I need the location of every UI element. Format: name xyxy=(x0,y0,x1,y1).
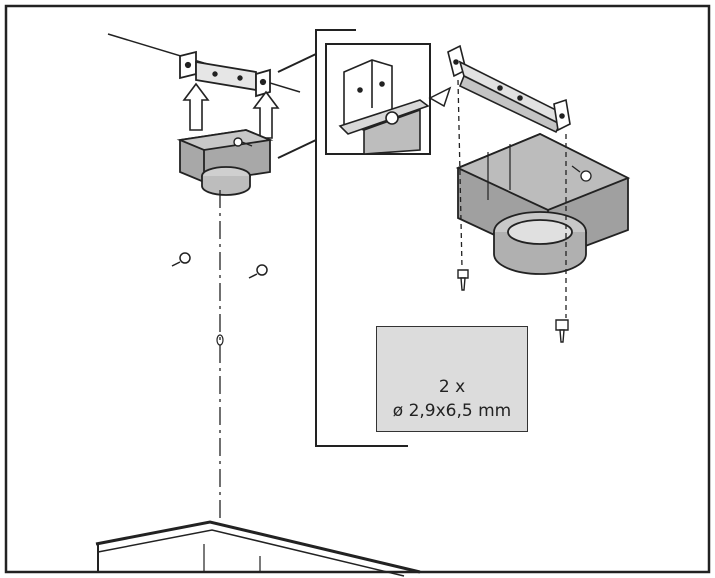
screw-quantity: 2 x xyxy=(438,377,466,397)
right-motor-housing xyxy=(455,133,631,275)
screw-icon xyxy=(248,264,268,279)
left-motor-housing xyxy=(176,129,274,196)
screw-icon xyxy=(457,269,469,291)
hood-canopy xyxy=(95,520,421,577)
lift-arrows xyxy=(182,82,280,139)
pivot-mark xyxy=(216,334,224,346)
screw-size: ø 2,9x6,5 mm xyxy=(392,401,512,421)
arrow-up-icon xyxy=(182,82,210,131)
left-mounting-bracket xyxy=(179,50,271,98)
alignment-line xyxy=(457,79,463,269)
screw-spec-box: 2 x ø 2,9x6,5 mm xyxy=(376,326,528,432)
arrow-up-icon xyxy=(252,90,280,139)
zoom-detail xyxy=(325,43,452,155)
diagram-frame xyxy=(4,4,711,574)
right-mounting-bracket xyxy=(447,44,571,134)
screw-icon xyxy=(171,252,191,267)
screw-icon xyxy=(555,319,569,343)
screw-icon xyxy=(233,137,253,147)
screw-icon xyxy=(571,165,592,182)
detail-callout-bracket xyxy=(277,29,408,447)
